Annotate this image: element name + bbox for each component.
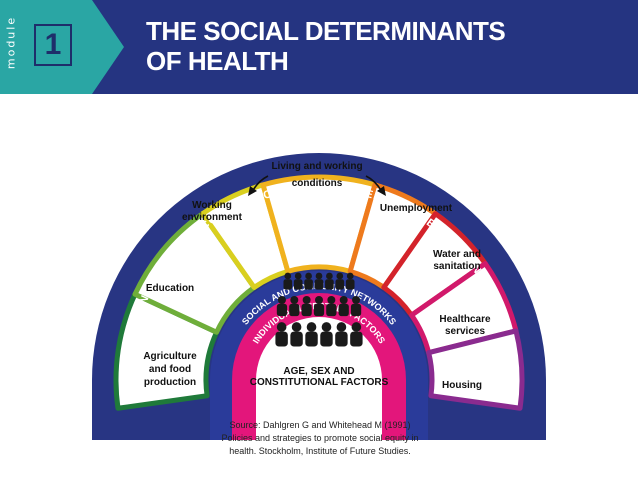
person-head-icon <box>336 272 344 280</box>
label-living-working-1: Living and working <box>271 161 362 172</box>
person-head-icon <box>321 322 332 332</box>
arrow-right-head-icon <box>377 186 386 196</box>
person-body-icon <box>320 331 333 347</box>
label-agriculture-1: Agriculture <box>143 351 197 362</box>
person-head-icon <box>315 296 323 304</box>
person-head-icon <box>339 296 348 304</box>
label-living-working-2: conditions <box>292 178 343 189</box>
source-line-2: Policies and strategies to promote socia… <box>221 433 419 443</box>
person-body-icon <box>335 331 348 347</box>
person-head-icon <box>276 322 287 332</box>
core-label-2: CONSTITUTIONAL FACTORS <box>250 377 389 388</box>
core-area <box>256 317 382 440</box>
person-head-icon <box>326 272 333 280</box>
page-title-line-1: THE SOCIAL DETERMINANTS <box>146 16 506 46</box>
person-body-icon <box>276 303 288 317</box>
person-body-icon <box>350 303 362 317</box>
person-head-icon <box>284 272 292 280</box>
person-body-icon <box>304 279 313 290</box>
person-body-icon <box>345 279 355 290</box>
person-body-icon <box>290 331 303 347</box>
segment-housing <box>426 328 525 411</box>
source-line-3: health. Stockholm, Institute of Future S… <box>229 446 411 456</box>
label-water-2: sanitation <box>433 261 480 272</box>
module-number: 1 <box>34 24 72 66</box>
core-label-1: AGE, SEX AND <box>283 366 354 377</box>
label-healthcare-1: Healthcare <box>439 314 491 325</box>
person-head-icon <box>346 272 354 280</box>
person-head-icon <box>336 322 347 332</box>
person-head-icon <box>351 322 362 332</box>
label-agriculture-2: and food <box>149 364 191 375</box>
page-title-line-2: OF HEALTH <box>146 46 289 76</box>
person-head-icon <box>352 296 361 304</box>
person-head-icon <box>291 322 302 332</box>
person-body-icon <box>301 303 312 317</box>
person-body-icon <box>350 331 363 347</box>
person-body-icon <box>283 279 293 290</box>
person-head-icon <box>315 272 323 280</box>
label-working-2: environment <box>182 212 243 223</box>
person-head-icon <box>327 296 336 304</box>
person-head-icon <box>277 296 286 304</box>
person-head-icon <box>306 322 317 332</box>
people-group-icon <box>275 272 363 347</box>
person-body-icon <box>335 279 345 290</box>
label-healthcare-2: services <box>445 326 485 337</box>
person-body-icon <box>305 331 318 347</box>
person-body-icon <box>325 279 334 290</box>
person-body-icon <box>326 303 337 317</box>
person-body-icon <box>289 303 300 317</box>
person-head-icon <box>294 272 302 280</box>
person-body-icon <box>293 279 303 290</box>
person-body-icon <box>338 303 349 317</box>
person-body-icon <box>314 279 324 290</box>
arrow-left-head-icon <box>248 186 257 196</box>
person-body-icon <box>275 331 288 347</box>
label-water-1: Water and <box>433 249 481 260</box>
source-line-1: Source: Dahlgren G and Whitehead M (1991… <box>229 420 411 430</box>
person-body-icon <box>313 303 325 317</box>
social-determinants-rainbow-diagram: GENERAL SOCIOECONOMIC, CULTURAL AND ENVI… <box>92 153 546 440</box>
label-working-1: Working <box>192 200 232 211</box>
label-unemployment: Unemployment <box>380 203 453 214</box>
label-housing: Housing <box>442 380 482 391</box>
segment-ring <box>113 174 525 411</box>
label-agriculture-3: production <box>144 377 196 388</box>
label-education: Education <box>146 283 194 294</box>
person-head-icon <box>302 296 311 304</box>
module-label: module <box>4 15 18 70</box>
person-head-icon <box>305 272 312 280</box>
person-head-icon <box>290 296 299 304</box>
